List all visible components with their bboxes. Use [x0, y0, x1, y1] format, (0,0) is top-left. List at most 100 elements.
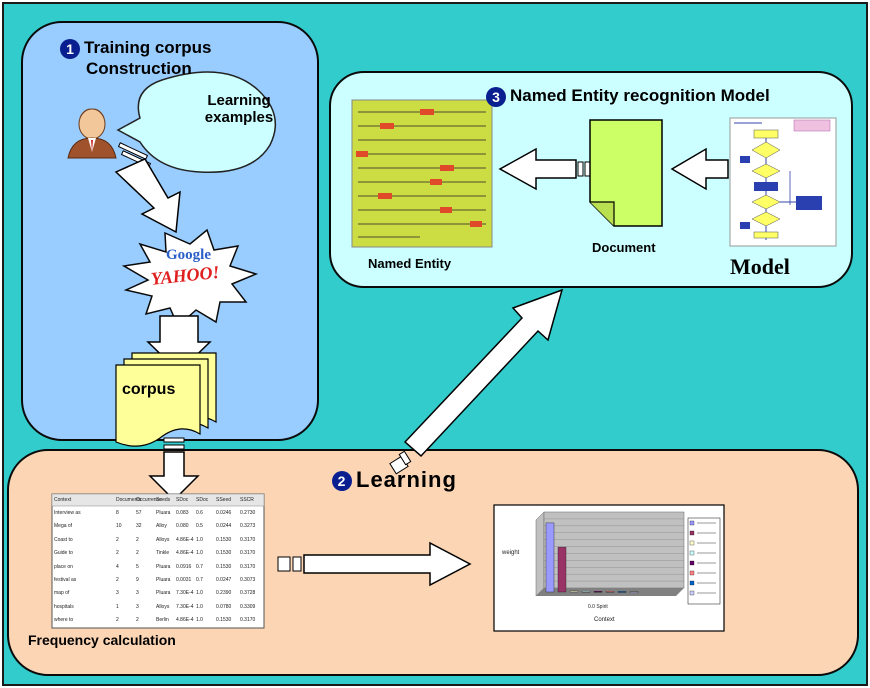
- table-cell: 0.0916: [176, 563, 192, 570]
- table-cell: 2: [136, 550, 139, 557]
- table-cell: 0.7: [196, 577, 203, 583]
- table-cell: 0.3728: [240, 590, 256, 597]
- table-cell: 2: [136, 617, 139, 624]
- table-cell: 3: [136, 590, 139, 597]
- chart-bar: [629, 591, 639, 593]
- chart-xtick: 0.0 Spirit: [588, 604, 608, 610]
- table-cell: hospitals: [54, 603, 74, 610]
- arrow-learning-to-model: [389, 288, 564, 475]
- table-cell: 8: [116, 510, 119, 516]
- table-cell: 9: [136, 577, 139, 583]
- table-header-cell: SDoc: [196, 497, 209, 503]
- table-cell: 0.3170: [240, 550, 256, 557]
- table-cell: 0.1530: [216, 536, 232, 543]
- table-cell: 1: [116, 603, 119, 610]
- arrow-document-to-ne: [498, 147, 591, 191]
- table-cell: 0.0780: [216, 603, 232, 610]
- table-cell: 10: [116, 523, 122, 530]
- table-cell: Pluara: [156, 563, 171, 570]
- table-cell: Interview as: [54, 510, 81, 516]
- table-cell: 2: [116, 536, 119, 543]
- frequency-caption: Frequency calculation: [28, 632, 176, 648]
- table-cell: Alloys: [156, 536, 170, 543]
- table-cell: 1.0: [196, 590, 203, 597]
- table-cell: Pluara: [156, 577, 171, 583]
- corpus-label: corpus: [122, 381, 176, 398]
- table-cell: 5: [136, 563, 139, 570]
- chart-legend-swatch: [689, 540, 695, 546]
- bubble-text: Learning examples: [198, 92, 280, 126]
- speech-bubble: [116, 71, 277, 174]
- table-header-cell: Context: [54, 497, 72, 503]
- arrow-person-to-search: [114, 142, 181, 234]
- table-cell: 4.86E-4: [176, 536, 194, 543]
- table-cell: 57: [136, 510, 142, 516]
- table-cell: 2: [136, 536, 139, 543]
- table-cell: map of: [54, 590, 70, 597]
- chart-bar: [557, 546, 567, 593]
- chart-bar: [605, 591, 615, 593]
- table-cell: 0.3170: [240, 536, 256, 543]
- table-cell: 0.0244: [216, 523, 232, 530]
- arrow-corpus-to-table: [148, 437, 200, 502]
- table-cell: 0.3309: [240, 603, 256, 610]
- table-cell: place on: [54, 563, 73, 570]
- table-cell: where to: [54, 617, 74, 624]
- bubble-line1: Learning: [207, 92, 271, 109]
- chart-ylabel: weight: [502, 550, 520, 556]
- table-cell: 7.30E-4: [176, 603, 194, 610]
- chart-legend-swatch: [689, 580, 695, 586]
- google-logo: Google: [166, 247, 211, 263]
- document-icon: [589, 119, 663, 227]
- learning-title-text: Learning: [356, 467, 457, 492]
- chart-bar: [581, 591, 591, 593]
- table-cell: 32: [136, 523, 142, 530]
- chart-back-wall: [543, 511, 685, 589]
- chart-legend-swatch: [689, 560, 695, 566]
- table-cell: Tinkle: [156, 550, 170, 557]
- chart-bar: [617, 591, 627, 593]
- table-cell: 0.7: [196, 563, 203, 570]
- table-cell: festival as: [54, 577, 77, 583]
- table-cell: 3: [136, 603, 139, 610]
- step-1-badge: 1: [60, 38, 80, 59]
- table-cell: Berlin: [156, 617, 169, 624]
- table-cell: 3: [116, 590, 119, 597]
- frequency-table: [51, 493, 265, 629]
- table-cell: Pluara: [156, 510, 171, 516]
- table-cell: 0.6: [196, 510, 203, 516]
- step-3-badge: 3: [486, 86, 506, 107]
- model-caption: Model: [730, 254, 790, 279]
- table-cell: 0.1530: [216, 550, 232, 557]
- table-cell: 1.0: [196, 536, 203, 543]
- chart-bar: [569, 590, 579, 593]
- training-title-line2: Construction: [86, 58, 192, 78]
- chart-xlabel: Context: [594, 617, 615, 623]
- ne-text-lines: [356, 109, 486, 238]
- arrow-table-to-chart: [277, 541, 472, 587]
- named-entity-caption: Named Entity: [368, 256, 452, 271]
- table-cell: 0.1530: [216, 617, 232, 624]
- chart-legend-swatch: [689, 570, 695, 576]
- table-header-cell: SSCR: [240, 497, 254, 503]
- table-header-cell: Seeds: [156, 497, 171, 503]
- search-engine-burst: [121, 228, 259, 328]
- table-cell: 0.3170: [240, 617, 256, 624]
- chart-legend-swatch: [689, 550, 695, 556]
- named-entity-document: [351, 99, 493, 248]
- table-cell: 1.0: [196, 603, 203, 610]
- table-cell: 2: [116, 617, 119, 624]
- table-cell: 0.0246: [216, 510, 232, 516]
- table-cell: 7.30E-4: [176, 590, 194, 597]
- table-cell: Mega of: [54, 523, 73, 530]
- table-cell: 0.0247: [216, 577, 232, 583]
- table-cell: 0.5: [196, 523, 203, 530]
- table-cell: 0.3273: [240, 523, 256, 530]
- table-header-cell: SDoc: [176, 497, 189, 503]
- chart-legend-swatch: [689, 530, 695, 536]
- document-caption: Document: [592, 240, 656, 255]
